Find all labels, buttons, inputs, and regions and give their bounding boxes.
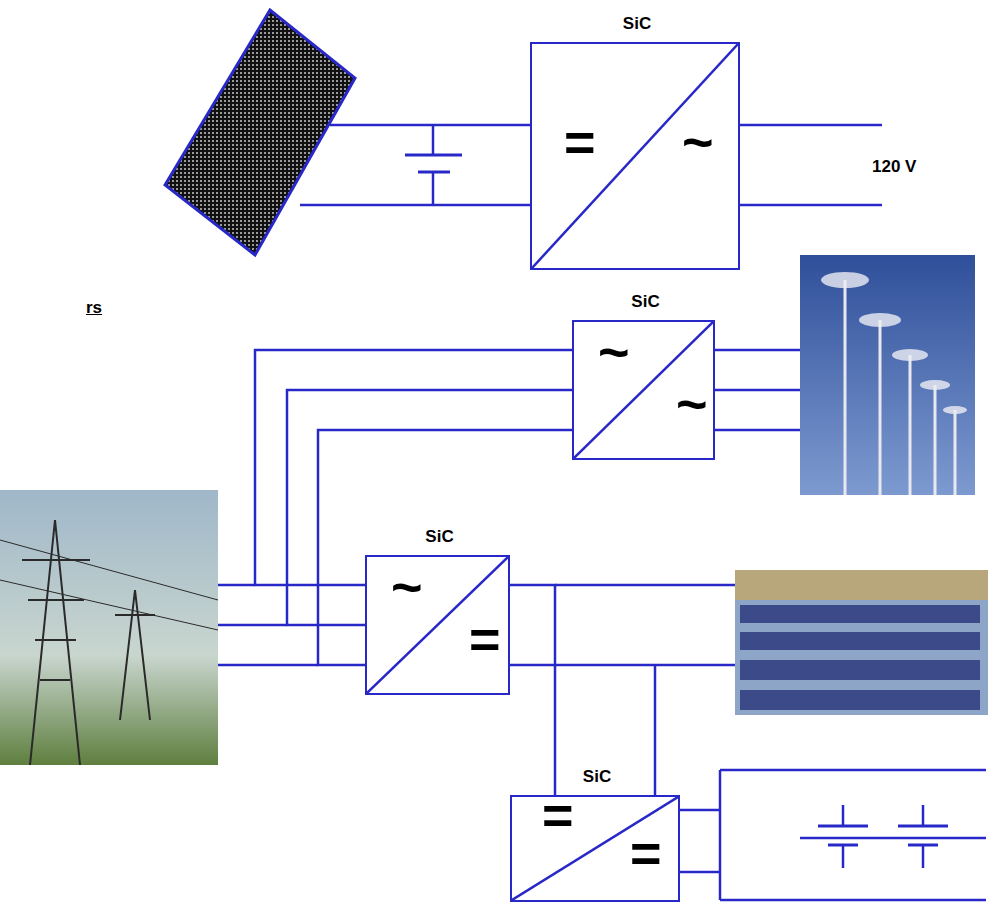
converter-symbol: ~ [391,560,423,614]
converter-symbol: = [542,788,574,842]
converter-symbol: = [469,612,501,666]
wind-turbines [800,255,975,495]
converter-box: SiC=~ [530,42,740,270]
converter-box: SiC== [510,795,680,902]
section-heading: rs [86,298,102,318]
device-label: SiC [623,14,651,34]
converter-symbol: = [630,826,662,880]
device-label: SiC [631,292,659,312]
converter-box: SiC~= [365,555,510,695]
converter-box: SiC~~ [572,320,715,460]
power-lines [0,490,218,765]
device-label: SiC [425,527,453,547]
bus-wire [255,350,572,585]
bus-wire [510,585,555,795]
solar-field [735,570,988,715]
voltage-label: 120 V [872,157,916,177]
converter-symbol: ~ [598,325,630,379]
converter-symbol: ~ [682,115,714,169]
converter-symbol: = [564,115,596,169]
converter-symbol: ~ [676,377,708,431]
device-label: SiC [583,767,611,787]
solar-panel [165,10,355,255]
wires [216,125,986,900]
